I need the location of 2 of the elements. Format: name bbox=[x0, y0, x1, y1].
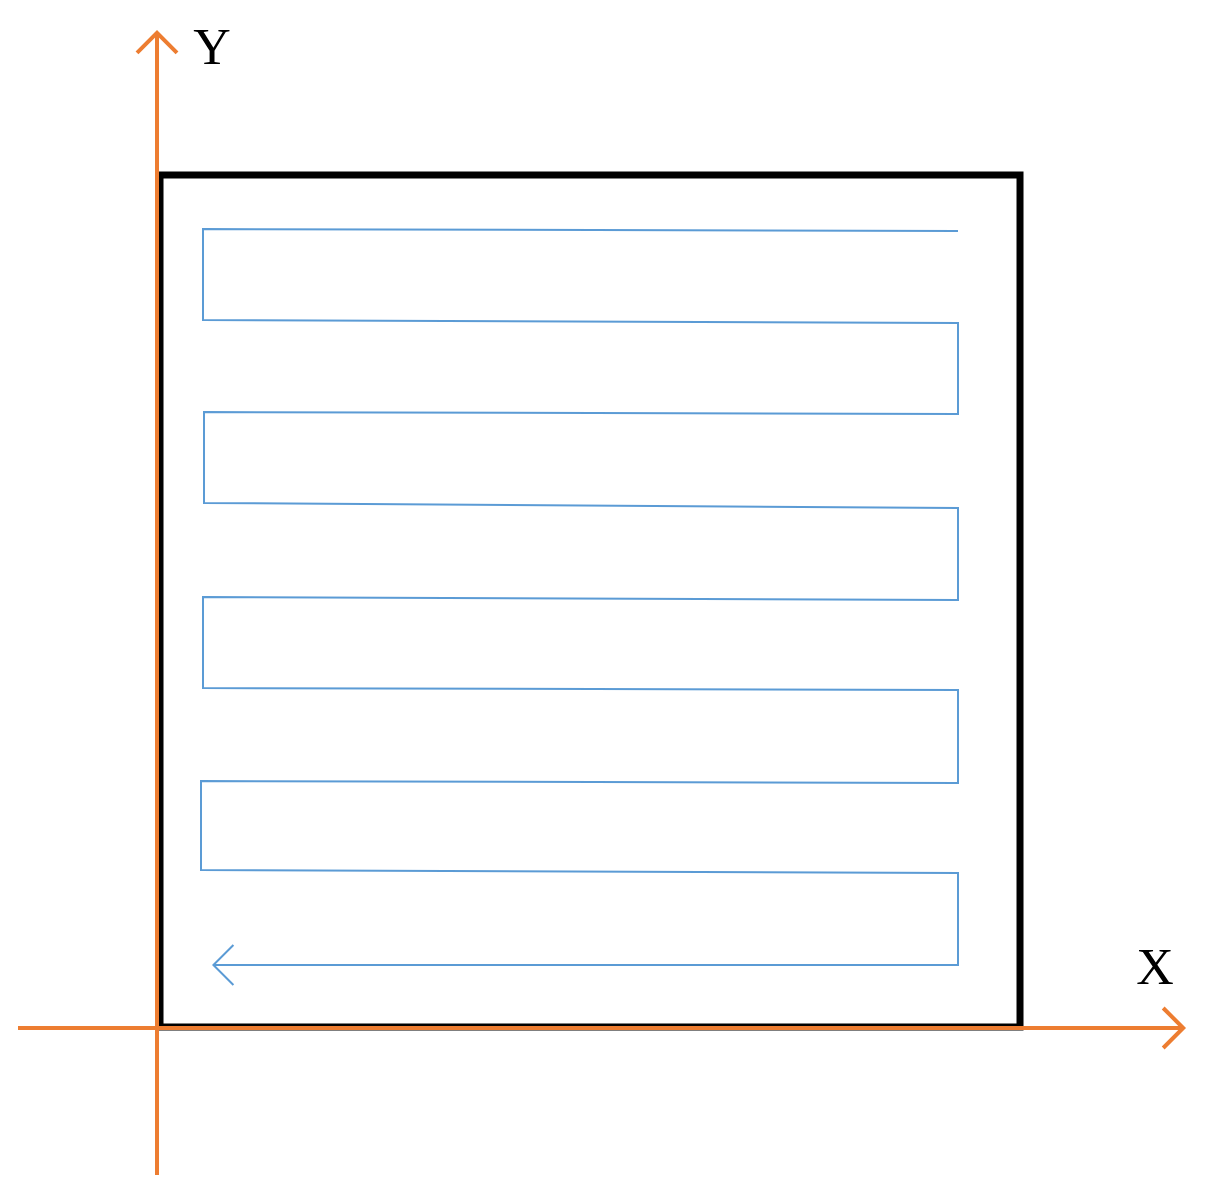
axis-label: Y bbox=[193, 29, 230, 64]
axis-label: X bbox=[1137, 949, 1173, 984]
